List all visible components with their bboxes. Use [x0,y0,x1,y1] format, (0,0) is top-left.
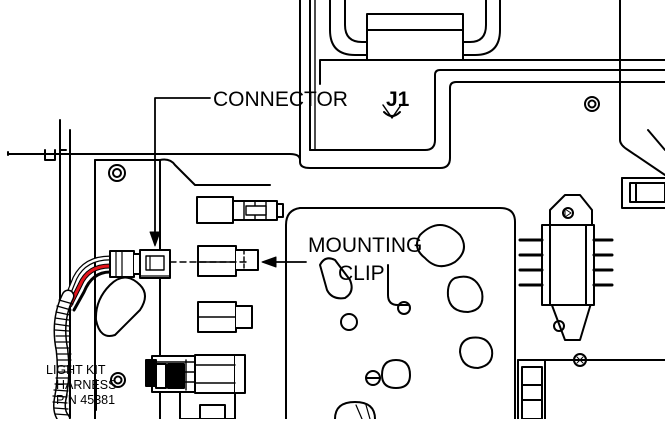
connector-j1 [109,249,171,279]
connector-id-label: J1 [386,88,410,111]
connector-top [196,196,284,224]
screw-icon-left-upper [108,164,126,182]
bottom-right-module [517,353,665,420]
mounting-label-line2: CLIP [338,262,385,285]
screw-icon-left-lower [110,372,126,388]
harness-loom [52,289,75,424]
harness-label-line2: HARNESS [56,378,116,392]
harness-wires [63,255,113,312]
harness-label-line3: P/N 45381 [56,393,115,407]
mounting-clip-callout-leader [261,256,307,268]
screw-icon-top-right [584,96,600,112]
right-side-bracket [621,177,665,209]
upper-panel [7,0,665,176]
mounting-label-line1: MOUNTING [308,234,422,257]
lower-clip [197,301,253,333]
mounting-clip [197,245,259,277]
central-plate [285,207,516,420]
relay-component [518,194,614,341]
top-bracket-cutout [329,0,501,61]
left-mounting-plate [7,119,271,420]
connector-callout-leader [149,97,211,247]
alignment-mark [383,111,401,117]
harness-label-line1: LIGHT KIT [46,363,106,377]
connector-label: CONNECTOR [213,88,348,111]
